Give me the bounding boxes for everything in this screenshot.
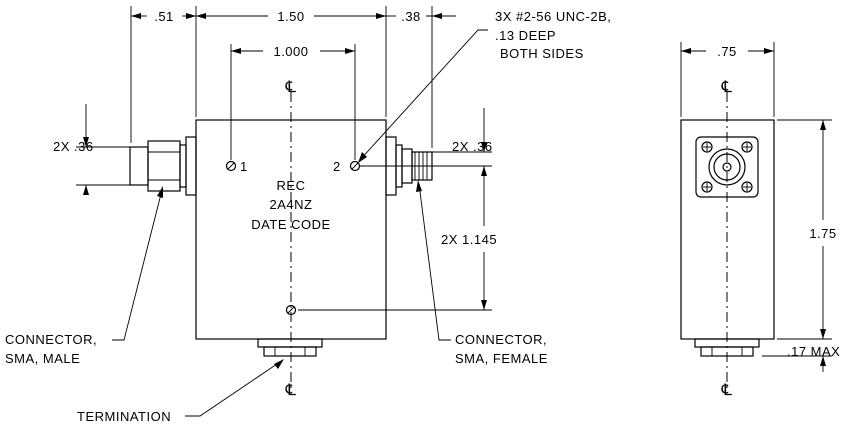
termination-side — [694, 338, 760, 357]
mounting-hole-1 — [225, 160, 237, 172]
sma-male-connector — [129, 136, 197, 196]
dim-termination-height: .17 MAX — [787, 344, 840, 359]
mounting-hole-bottom — [285, 304, 297, 316]
male-connector-label-line-2: SMA, MALE — [5, 351, 80, 366]
dim-body-width: 1.50 — [277, 9, 304, 24]
female-connector-label-line-2: SMA, FEMALE — [455, 351, 548, 366]
female-connector-label-line-1: CONNECTOR, — [455, 332, 547, 347]
thread-note-line-2: .13 DEEP — [495, 28, 556, 43]
male-connector-label-line-1: CONNECTOR, — [5, 332, 97, 347]
centerline-symbol-bottom: ℄ — [285, 382, 297, 399]
side-connector-face — [695, 136, 759, 198]
dim-left-connector-height: 2X .36 — [53, 139, 94, 154]
marking-line-1: REC — [277, 178, 306, 193]
marking-line-3: DATE CODE — [251, 217, 330, 232]
dim-hole-to-bottom: 2X 1.145 — [441, 232, 497, 247]
hole-1-label: 1 — [240, 159, 248, 174]
termination-label: TERMINATION — [77, 409, 171, 424]
dim-side-width: .75 — [717, 44, 737, 59]
side-centerline-symbol-top: ℄ — [721, 79, 733, 96]
thread-note-line-3: BOTH SIDES — [500, 46, 584, 61]
side-centerline-symbol-bottom: ℄ — [721, 382, 733, 399]
dim-side-height: 1.75 — [809, 226, 836, 241]
termination-front — [257, 338, 323, 357]
mounting-hole-2 — [349, 160, 361, 172]
dim-right-connector-height: 2X .36 — [452, 139, 493, 154]
hole-2-label: 2 — [333, 159, 341, 174]
centerline-symbol-top: ℄ — [285, 79, 297, 96]
dim-hole-spacing: 1.000 — [273, 44, 308, 59]
dim-right-offset: .38 — [401, 9, 421, 24]
thread-note-line-1: 3X #2-56 UNC-2B, — [495, 9, 611, 24]
marking-line-2: 2A4NZ — [270, 197, 313, 212]
dim-left-offset: .51 — [154, 9, 174, 24]
